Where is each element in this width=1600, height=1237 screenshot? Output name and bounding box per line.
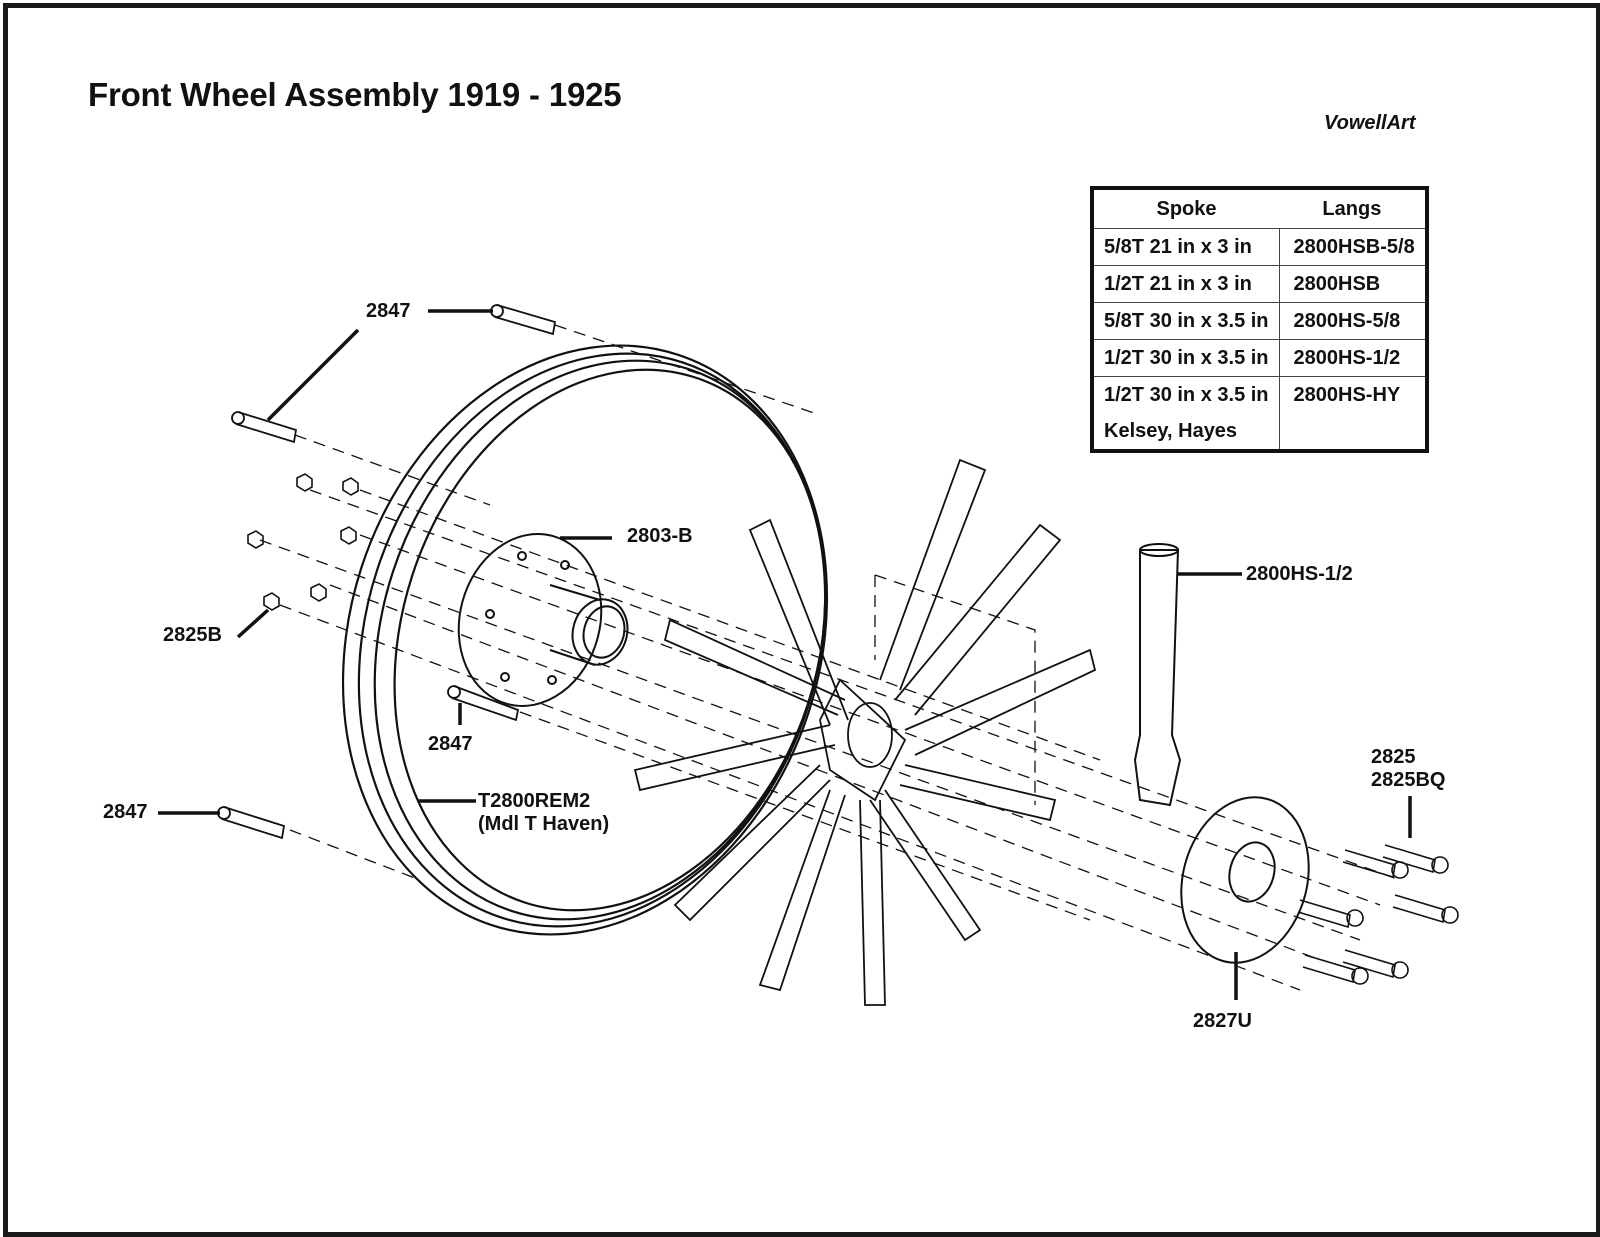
assembly-guide-lines — [259, 324, 1401, 991]
table-row: Kelsey, Hayes — [1091, 413, 1428, 452]
table-row: 5/8T 30 in x 3.5 in 2800HS-5/8 — [1091, 302, 1428, 340]
bolt-mid — [447, 685, 520, 722]
langs-part: 2800HSB-5/8 — [1278, 228, 1428, 266]
callout-hub-bolts-part-2: 2825BQ — [1371, 769, 1446, 791]
langs-part: 2800HS-5/8 — [1278, 302, 1428, 340]
header-spoke: Spoke — [1091, 187, 1280, 229]
bolt-top — [490, 304, 557, 336]
leader-lines — [158, 309, 1412, 1000]
table-row: 1/2T 30 in x 3.5 in 2800HS-1/2 — [1091, 339, 1428, 377]
callout-hub-flange: 2803-B — [627, 525, 693, 547]
bolts-2847 — [217, 304, 557, 840]
callout-hub-bolts: 2825 2825BQ — [1371, 746, 1446, 792]
nuts-2825B — [247, 473, 359, 611]
callout-rim-part: T2800REM2 — [478, 790, 591, 812]
hub-bolts — [1297, 844, 1459, 985]
langs-part: 2800HS-1/2 — [1278, 339, 1428, 377]
table-row: 5/8T 21 in x 3 in 2800HSB-5/8 — [1091, 228, 1428, 266]
table-header-row: Spoke Langs — [1091, 187, 1428, 229]
spoke-size: 5/8T 21 in x 3 in — [1091, 228, 1280, 266]
callout-bolt-mid: 2847 — [428, 733, 473, 755]
artist-credit: VowellArt — [1324, 112, 1416, 134]
callout-bolt-bottom: 2847 — [103, 801, 148, 823]
callout-rim-note: (Mdl T Haven) — [478, 813, 610, 835]
bolt-left — [231, 411, 298, 444]
callout-hub-plate: 2827U — [1193, 1010, 1252, 1032]
callout-spoke: 2800HS-1/2 — [1246, 563, 1353, 585]
langs-part — [1278, 413, 1428, 452]
loose-spoke — [1133, 543, 1182, 807]
spoke-reference-table: Spoke Langs 5/8T 21 in x 3 in 2800HSB-5/… — [1090, 186, 1429, 453]
table-row: 1/2T 21 in x 3 in 2800HSB — [1091, 265, 1428, 303]
callout-rim: T2800REM2 (Mdl T Haven) — [478, 790, 609, 836]
page-border — [3, 3, 1600, 1237]
callout-nut: 2825B — [163, 624, 222, 646]
wheel-rim — [341, 344, 829, 936]
wooden-spokes — [633, 458, 1097, 1006]
langs-part: 2800HSB — [1278, 265, 1428, 303]
hub-plate — [1180, 796, 1310, 964]
spoke-size: 5/8T 30 in x 3.5 in — [1091, 302, 1280, 340]
table-row: 1/2T 30 in x 3.5 in 2800HS-HY — [1091, 376, 1428, 413]
hub-flange — [457, 533, 629, 707]
bolt-bottom — [217, 806, 286, 840]
spoke-size: 1/2T 21 in x 3 in — [1091, 265, 1280, 303]
spoke-size: 1/2T 30 in x 3.5 in — [1091, 376, 1280, 413]
callout-hub-bolts-part-1: 2825 — [1371, 746, 1416, 768]
header-langs: Langs — [1279, 187, 1428, 229]
langs-part: 2800HS-HY — [1278, 376, 1428, 413]
spoke-size: Kelsey, Hayes — [1091, 413, 1280, 452]
spoke-size: 1/2T 30 in x 3.5 in — [1091, 339, 1280, 377]
diagram-title: Front Wheel Assembly 1919 - 1925 — [88, 76, 622, 113]
callout-bolt-top: 2847 — [366, 300, 411, 322]
